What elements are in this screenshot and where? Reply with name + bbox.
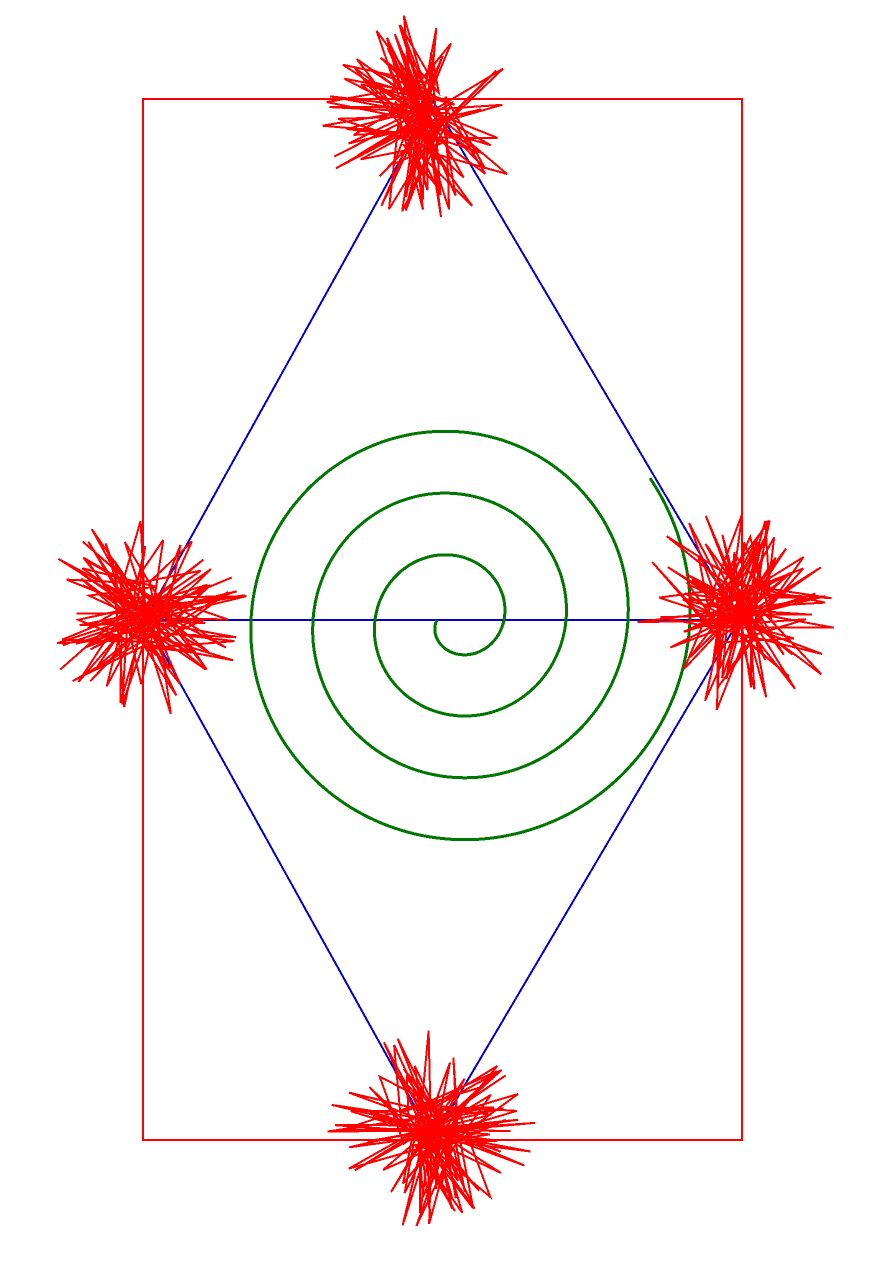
star-burst-top — [322, 15, 508, 218]
green-spiral — [249, 429, 692, 842]
star-burst-right — [637, 513, 835, 711]
star-burst-left — [56, 520, 247, 715]
star-bursts — [56, 15, 835, 1227]
star-burst-bottom — [327, 1030, 536, 1227]
